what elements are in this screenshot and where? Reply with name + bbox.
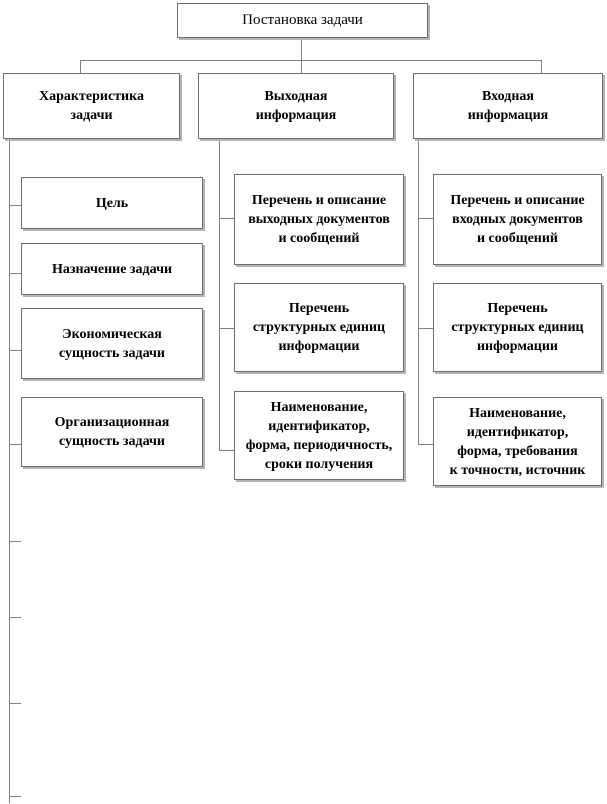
node-output-structural-units: Перечень структурных единиц информации	[234, 283, 404, 372]
root-stem-line	[301, 38, 302, 61]
node-col1-3-label: Экономическая сущность задачи	[58, 326, 166, 361]
drop-line-col2	[301, 60, 302, 73]
node-task-purpose: Назначение задачи	[21, 243, 203, 295]
root-horizontal-line	[80, 60, 542, 61]
tick-col3-2	[418, 328, 434, 329]
drop-line-col1	[80, 60, 81, 73]
tick-col1-extra-2	[9, 617, 21, 618]
drop-line-col3	[541, 60, 542, 73]
tick-col2-3	[219, 450, 235, 451]
tick-col3-1	[418, 218, 434, 219]
node-input-attributes: Наименование, идентификатор, форма, треб…	[433, 397, 602, 486]
node-organizational-essence: Организационная сущность задачи	[21, 397, 203, 467]
node-output-documents-list: Перечень и описание выходных документов …	[234, 174, 404, 265]
node-input-structural-units: Перечень структурных единиц информации	[433, 283, 602, 372]
node-goal: Цель	[21, 177, 203, 229]
node-col3-1-label: Перечень и описание входных документов и…	[450, 193, 585, 246]
header-col1-label: Характеристика задачи	[39, 89, 144, 123]
root-label: Постановка задачи	[242, 12, 363, 28]
node-col1-4-label: Организационная сущность задачи	[54, 415, 170, 449]
node-col3-3-label: Наименование, идентификатор, форма, треб…	[449, 405, 586, 478]
node-col1-2-label: Назначение задачи	[51, 261, 173, 277]
tick-col2-1	[219, 218, 235, 219]
node-input-documents-list: Перечень и описание входных документов и…	[433, 174, 602, 265]
node-col1-1-label: Цель	[95, 195, 129, 211]
root-box-task-statement: Постановка задачи	[177, 3, 428, 38]
tick-col1-1	[9, 205, 21, 206]
tick-col1-4	[9, 444, 21, 445]
tick-col1-extra-3	[9, 703, 21, 704]
tick-col1-3	[9, 350, 21, 351]
spine-col1	[9, 139, 10, 803]
node-output-attributes: Наименование, идентификатор, форма, пери…	[234, 391, 404, 480]
header-task-characteristics: Характеристика задачи	[3, 73, 180, 139]
header-input-information: Входная информация	[413, 73, 603, 139]
tick-col1-2	[9, 273, 21, 274]
header-col3-label: Входная информация	[467, 89, 549, 123]
node-col2-2-label: Перечень структурных единиц информации	[252, 301, 386, 354]
tick-col1-extra-4	[9, 796, 21, 797]
header-output-information: Выходная информация	[198, 73, 394, 139]
tick-col1-extra-1	[9, 541, 21, 542]
spine-col3	[418, 139, 419, 445]
node-economic-essence: Экономическая сущность задачи	[21, 308, 203, 379]
tick-col2-2	[219, 328, 235, 329]
spine-col2	[219, 139, 220, 451]
tick-col3-3	[418, 444, 434, 445]
node-col3-2-label: Перечень структурных единиц информации	[451, 301, 584, 354]
node-col2-3-label: Наименование, идентификатор, форма, пери…	[245, 399, 393, 472]
header-col2-label: Выходная информация	[255, 89, 337, 123]
node-col2-1-label: Перечень и описание выходных документов …	[248, 193, 390, 246]
